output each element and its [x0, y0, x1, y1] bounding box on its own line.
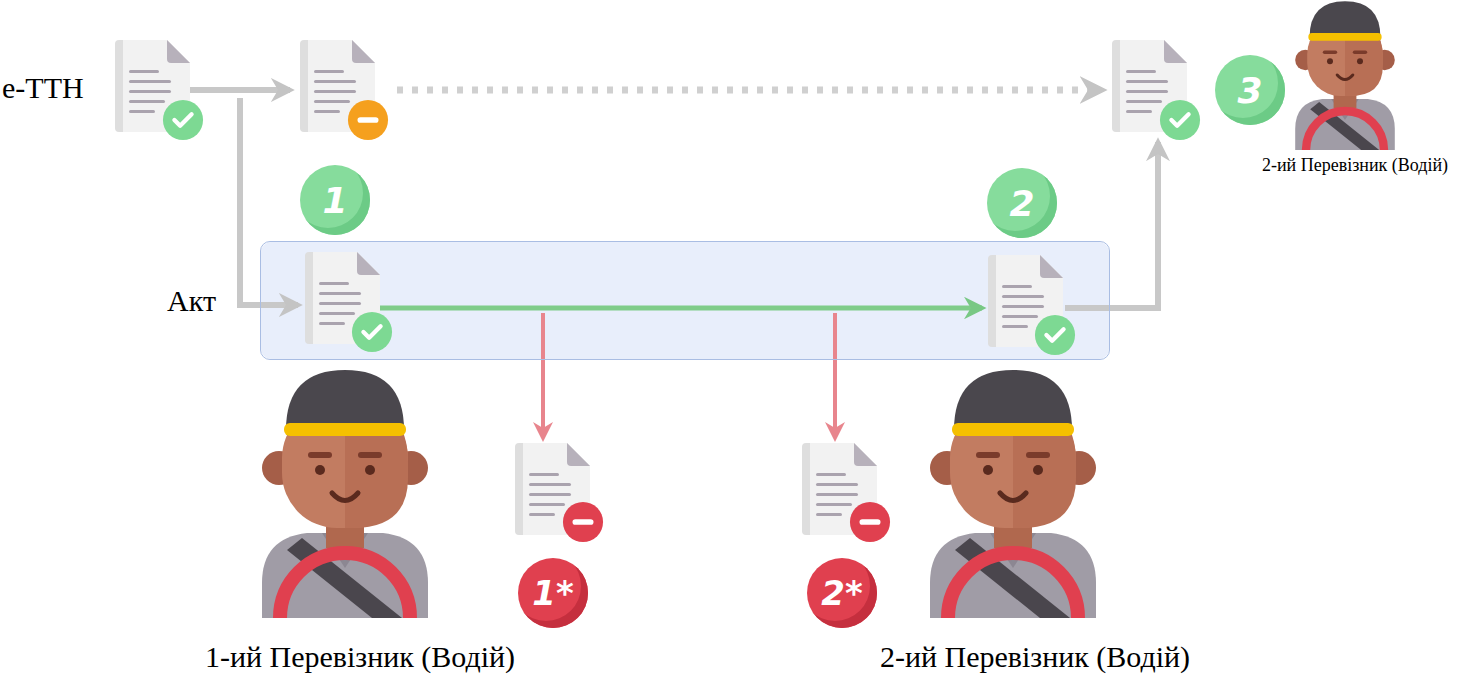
red-arrow	[541, 313, 545, 438]
act-band: Акт	[260, 241, 1110, 360]
callout-circle: 3	[1215, 55, 1285, 125]
driver-caption: 2-ий Перевізник (Водій)	[880, 640, 1190, 675]
flow-arrow	[190, 87, 290, 93]
flow-arrow	[1065, 142, 1158, 308]
driver-figure	[1295, 1, 1395, 150]
callout-circle: 2*	[807, 558, 877, 628]
minus-badge	[850, 502, 890, 542]
check-badge	[1035, 315, 1075, 355]
driver-figure	[930, 370, 1096, 618]
band-fill	[261, 242, 1109, 359]
driver-caption: 2-ий Перевізник (Водій)	[1262, 155, 1448, 176]
band-heading: Акт	[167, 284, 216, 319]
driver-caption: 1-ий Перевізник (Водій)	[205, 640, 515, 675]
callout-circle: 1	[300, 165, 370, 235]
row-label: е-ТТН	[2, 71, 84, 106]
minus-badge	[563, 502, 603, 542]
minus-badge	[348, 100, 388, 140]
flow-arrow	[240, 98, 298, 305]
callout-number: 3	[1237, 70, 1262, 111]
callout-number: 1	[322, 180, 347, 221]
driver-figure	[262, 370, 428, 618]
check-badge	[352, 312, 392, 352]
callout-number: 2	[1009, 183, 1034, 224]
dotted-arrow	[397, 87, 1102, 94]
red-arrow	[833, 313, 837, 438]
check-badge	[1160, 100, 1200, 140]
callout-number: 2*	[821, 573, 862, 613]
check-badge	[163, 100, 203, 140]
callout-circle: 1*	[518, 558, 588, 628]
callout-circle: 2	[987, 168, 1057, 238]
green-arrow	[380, 306, 982, 311]
callout-number: 1*	[532, 573, 573, 613]
